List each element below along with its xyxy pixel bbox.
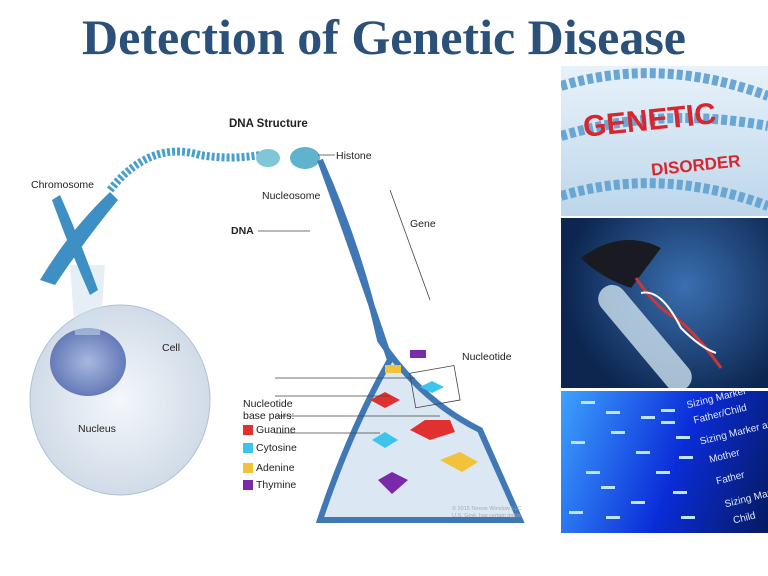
chromosome-shape <box>40 192 118 295</box>
dna-helix <box>315 158 525 523</box>
legend-title-2: base pairs: <box>243 410 295 422</box>
label-gene: Gene <box>410 218 436 230</box>
photo-dna-gel: Sizing Marker Father/Child Sizing Marker… <box>561 391 768 533</box>
slide-title: Detection of Genetic Disease <box>82 9 686 65</box>
label-nucleotide: Nucleotide <box>462 351 512 363</box>
nucleus-shape <box>50 328 126 396</box>
legend-guanine: Guanine <box>243 424 296 436</box>
legend-title-1: Nucleotide <box>243 398 293 410</box>
label-histone: Histone <box>336 150 372 162</box>
dna-structure-illustration <box>29 147 525 523</box>
label-dna: DNA <box>231 225 254 237</box>
cell-shape <box>29 304 211 496</box>
diagram-heading: DNA Structure <box>229 118 308 130</box>
label-nucleus: Nucleus <box>78 423 116 435</box>
label-cell: Cell <box>162 342 181 354</box>
photo-genetic-disorder: GENETIC DISORDER <box>561 66 768 216</box>
legend-thymine: Thymine <box>243 479 296 491</box>
coiled-fiber <box>106 147 261 193</box>
label-nucleosome: Nucleosome <box>262 190 321 202</box>
legend-adenine: Adenine <box>243 462 295 474</box>
legend-cytosine: Cytosine <box>243 442 297 454</box>
photo-test-tube <box>561 218 768 388</box>
base-pairs <box>370 350 478 494</box>
label-chromosome: Chromosome <box>31 179 95 191</box>
